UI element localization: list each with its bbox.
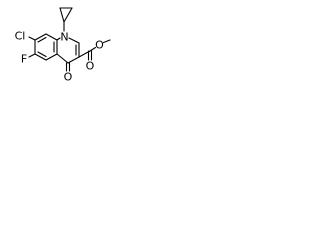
atom-n: N [60,31,68,44]
bond-c6-f [28,53,36,58]
bond-n1-c2 [68,37,80,44]
bond-c3-c4 [67,56,80,64]
bond-c5-c4a [45,53,58,61]
bond-c8a-n1 [56,37,61,41]
atom-labels: Cl F N O O O [15,30,105,84]
atom-cl: Cl [15,30,26,43]
bond-c6-c5 [34,53,47,61]
bonds [28,7,111,72]
atom-f: F [21,53,27,66]
bond-c8-c7 [34,33,47,41]
atom-o-ester: O [95,39,104,52]
bond-c7-cl [28,36,36,41]
bond-c4-c4a [56,53,69,64]
atom-o-keto: O [64,71,73,84]
bond-cyclopropyl-1 [59,7,65,23]
bond-cyclopropyl-3 [63,7,73,23]
bond-c7-c8-inner [37,36,47,43]
bond-c8a-c8 [45,33,58,41]
bond-o-methyl [102,39,111,44]
chemical-structure-diagram: Cl F N O O O [15,7,111,84]
bond-c6-c5-inner [37,51,47,58]
atom-o-carbonyl: O [86,60,95,73]
bond-ester-c-o [89,46,97,52]
